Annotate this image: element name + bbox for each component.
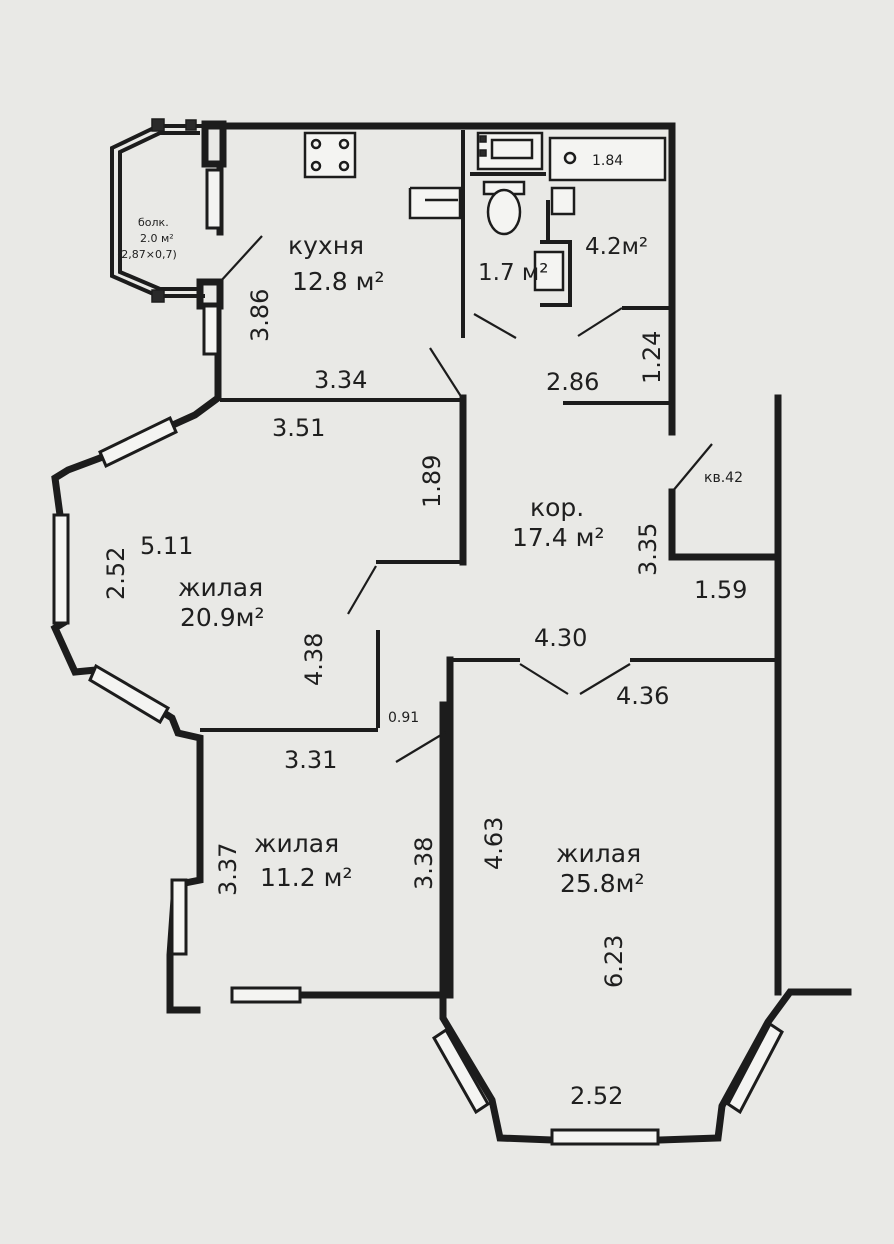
door-large-room-right [579,663,631,695]
door-bath-large [577,307,623,337]
bath-large-area: 4.2м² [585,234,648,260]
balcony-area: 2.0 м² [140,232,174,245]
large-room-name: жилая [556,839,641,868]
dim-1-59: 1.59 [694,576,747,604]
corridor-name: кор. [530,493,584,522]
dim-4-30: 4.30 [534,624,587,652]
window-left-column [202,304,220,356]
balcony-rail [110,124,205,298]
window-big-room-side [52,513,70,625]
balcony-rail-inner [118,131,200,291]
corridor-area: 17.4 м² [512,523,605,552]
stove [303,131,357,179]
dim-4-63: 4.63 [480,817,508,870]
window-small-room-side [170,878,188,956]
left-facade-wall [50,302,222,1014]
dim-4-38: 4.38 [300,633,328,686]
small-sink [533,250,565,292]
toilet-bowl [486,188,522,236]
dim-3-51: 3.51 [272,414,325,442]
closet-drain [563,151,577,165]
small-room-name: жилая [254,829,339,858]
dim-3-31: 3.31 [284,746,337,774]
windows [52,168,784,1146]
stove-burner-1 [310,138,322,150]
dim-2-52-bottom: 2.52 [570,1082,623,1110]
window-kitchen-left [205,168,223,230]
big-room-name: жилая [178,573,263,602]
dim-3-38: 3.38 [410,837,438,890]
large-bedroom-bay-wall [439,988,852,1144]
bath-small-area: 1.7 м² [478,260,548,286]
dim-3-34: 3.34 [314,366,367,394]
balcony-post-mid [185,119,197,131]
dim-3-35: 3.35 [634,523,662,576]
door-big-room [347,565,377,615]
window-big-room-upper [98,415,178,469]
kitchen-name: кухня [288,231,364,260]
door-small-room [395,731,447,763]
dim-3-86: 3.86 [246,289,274,342]
top-wall [201,122,676,436]
bathtub-inner [490,138,534,160]
window-large-room-right [726,1021,784,1115]
bath-pipe-1 [479,135,487,143]
dim-1-89: 1.89 [418,455,446,508]
stove-burner-4 [338,160,350,172]
balcony-dims: (2,87×0,7) [117,248,177,261]
window-small-room-bottom [230,986,302,1004]
stove-burner-3 [310,160,322,172]
balcony-door-swing [219,235,263,283]
door-large-room-left [519,663,569,695]
large-room-area: 25.8м² [560,869,645,898]
window-large-room-bottom [550,1128,660,1146]
apartment-42-label: кв.42 [704,470,743,486]
closet-area: 1.84 [592,153,623,169]
kitchen-column-top [201,120,227,168]
dim-0-91: 0.91 [388,710,419,726]
dim-2-52-left: 2.52 [102,547,130,600]
dim-6-23: 6.23 [600,935,628,988]
bath-pipe-2 [479,149,487,157]
door-bath-small [473,313,517,339]
small-room-area: 11.2 м² [260,863,353,892]
dim-1-24: 1.24 [638,331,666,384]
balcony-post-top [151,118,165,132]
balcony-post-bottom [151,289,165,303]
apartment-42-notch [668,488,782,561]
stove-burner-2 [338,138,350,150]
door-kitchen [429,347,463,399]
balcony-name: болк. [138,216,169,229]
balcony [110,118,263,303]
door-apartment-42 [671,443,713,493]
dimension-labels: 3.86 3.34 3.51 1.89 2.86 1.24 3.35 1.59 … [102,289,747,1110]
kitchen-area: 12.8 м² [292,267,385,296]
wall-bath-notch [540,240,572,307]
kitchen-counter [408,186,462,220]
window-large-room-left [432,1027,490,1115]
partitions [200,130,778,999]
big-room-area: 20.9м² [180,603,265,632]
room-labels: кухня 12.8 м² 1.7 м² 4.2м² 1.84 болк. 2.… [117,153,743,898]
dim-2-86: 2.86 [546,368,599,396]
washbasin [550,186,576,216]
dim-3-37: 3.37 [214,843,242,896]
window-big-room-lower [88,663,171,725]
dim-4-36: 4.36 [616,682,669,710]
fixtures [303,131,713,763]
dim-5-11: 5.11 [140,532,193,560]
